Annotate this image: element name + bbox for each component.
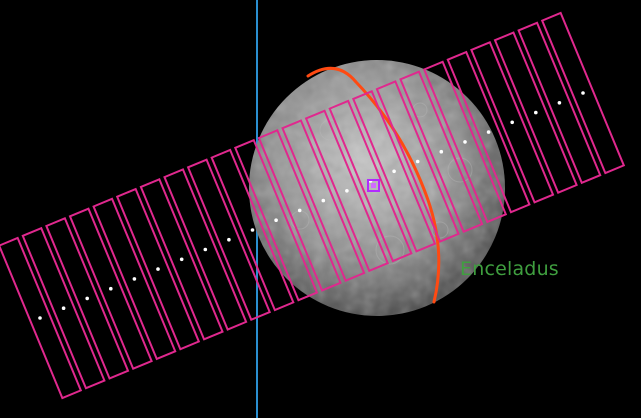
ground-track-dot [297,208,302,213]
ground-track-dot [109,286,113,291]
ground-track-dot [392,169,396,174]
ground-track-dot [156,267,160,271]
ground-track-dot [85,296,89,301]
footprint-strip [186,158,272,322]
footprint-strip [257,129,342,292]
ground-track-dot [321,198,326,203]
ground-track-dot [61,306,66,311]
ground-track-dot [581,91,585,95]
ground-track-dot [38,316,42,320]
footprint-strip [210,148,295,312]
footprint-strip [21,226,106,390]
ground-track-dot [439,149,444,154]
ground-track-dot [203,247,208,252]
ground-track-dot [510,120,514,125]
ground-track-dot [250,228,255,232]
footprint-strip [351,89,437,253]
footprint-strip [304,109,390,273]
footprint-strip [422,60,508,224]
footprint-strip [328,99,413,263]
ground-track-dot [227,237,231,242]
ground-track-dot [132,277,137,281]
footprint-strip [281,119,366,282]
ground-track-dot [557,101,562,105]
footprint-strip [233,138,319,302]
ground-track-dot [179,257,184,262]
footprint-strip [139,177,224,341]
target-label-enceladus: Enceladus [460,258,559,280]
footprint-strip [0,236,83,400]
ground-track-dot [534,110,538,115]
boresight-marker [367,179,380,192]
ground-track-dot [274,218,278,222]
instrument-footprints [0,11,626,400]
ground-track-dot [463,140,467,144]
footprint-strip [92,197,177,361]
footprint-strip [493,31,578,194]
footprint-strip [163,168,248,331]
trajectory-arc [306,66,441,304]
footprint-strip [446,50,531,214]
footprint-strip [470,40,555,204]
ground-track-dot [486,130,491,134]
footprint-strip [45,217,130,380]
footprint-strip [517,21,602,185]
ground-track-dot [415,159,420,164]
ground-track-dot [345,189,349,193]
footprint-strip [540,11,626,175]
footprint-strip [399,70,484,234]
footprint-strip [115,187,201,351]
footprint-strip [68,207,153,371]
footprint-strip [375,80,460,243]
